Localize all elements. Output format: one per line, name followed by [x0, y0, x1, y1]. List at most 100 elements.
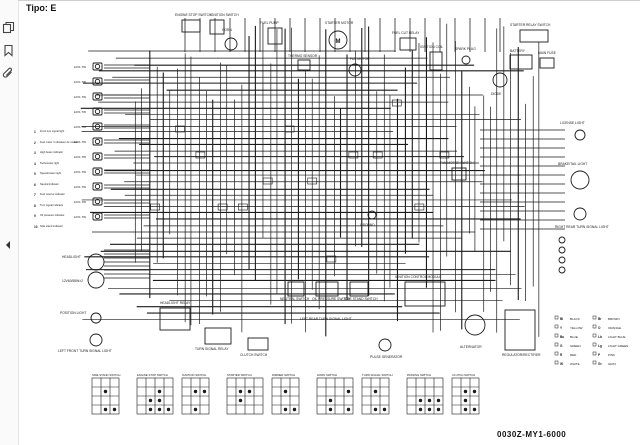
index-number: 9	[34, 214, 36, 218]
index-text: Fuel meter / Indicateur de niveau	[40, 140, 78, 144]
color-name: BROWN	[608, 317, 620, 321]
index-number: 8	[34, 203, 36, 208]
starter-motor	[328, 30, 348, 50]
fuel-pump	[267, 27, 283, 45]
legend-swatch	[592, 315, 597, 320]
index-number: 3	[34, 151, 36, 155]
continuity-dot	[463, 398, 468, 403]
index-text: Speedometer light	[40, 172, 62, 176]
lamp-rating: 12V1.7W	[74, 215, 87, 219]
color-code: Gr	[598, 362, 602, 366]
legend-swatch	[554, 342, 559, 347]
headlight-relay-label: HEADLIGHT RELAY	[160, 301, 191, 305]
lamp-rating: 12V1.7W	[74, 155, 87, 159]
index-number: 4	[34, 161, 36, 166]
bulb	[94, 123, 101, 130]
legend-swatch	[592, 360, 597, 365]
connector	[217, 203, 228, 211]
starter-relay-label: STARTER RELAY SWITCH	[510, 23, 551, 27]
legend-swatch	[592, 351, 597, 356]
index-text: Oil pressure indicator	[40, 214, 65, 218]
bookmark-icon[interactable]	[2, 44, 15, 57]
color-name: BLACK	[570, 317, 580, 321]
battery	[509, 54, 533, 70]
neutral-switch-label: NEUTRAL SWITCH	[280, 297, 310, 301]
headlight-relay	[159, 307, 191, 331]
switch-table-title: IGNITION SWITCH	[182, 373, 206, 377]
switch-tables	[91, 377, 480, 415]
lamp-socket	[92, 107, 103, 116]
copy-icon[interactable]	[2, 21, 15, 34]
fuel-pump-label: FUEL PUMP	[260, 21, 280, 25]
lamp-rating: 12V1.7W	[74, 125, 87, 129]
legend-swatch	[554, 315, 559, 320]
color-name: GRAY	[608, 362, 616, 366]
left-front-turn-label: LEFT FRONT TURN SIGNAL LIGHT	[58, 349, 112, 353]
main-fuse	[539, 57, 555, 69]
bulb	[94, 198, 101, 205]
attachment-icon[interactable]	[2, 67, 15, 80]
clutch-switch-label: CLUTCH SWITCH	[240, 353, 268, 357]
diode	[492, 72, 508, 88]
bulb	[558, 236, 566, 244]
continuity-dot	[292, 407, 297, 412]
alternator	[464, 314, 486, 336]
color-name: RED	[570, 353, 577, 357]
headlight-label: HEADLIGHT	[62, 255, 81, 259]
starter-motor-label: STARTER MOTOR	[325, 21, 354, 25]
color-code: Bu	[560, 335, 564, 339]
lamp-rating: 12V1.7W	[74, 140, 87, 144]
neutral-switch	[287, 281, 305, 297]
continuity-dot	[418, 407, 423, 412]
continuity-dot	[166, 407, 171, 412]
legend-swatch	[592, 324, 597, 329]
starter-relay	[519, 29, 549, 43]
lamp-rating: 12V1.7W	[74, 95, 87, 99]
index-text: Side stand indicator	[40, 224, 63, 228]
fan-motor-switch-label: FAN MOTOR SWITCH	[440, 161, 474, 165]
continuity-dot	[283, 407, 288, 412]
engine-stop-switch	[181, 19, 201, 33]
color-code: Bl	[560, 317, 563, 321]
index-number: 2	[34, 140, 36, 145]
switch-table-title: PASSING SWITCH	[407, 373, 431, 377]
pulse-generator	[378, 338, 392, 352]
index-text: Turn signal indicator	[40, 203, 64, 207]
lamp-rating: 12V1.7W	[74, 110, 87, 114]
legend-swatch	[554, 333, 559, 338]
bulb	[94, 63, 101, 70]
ignition-switch-label: IGNITION SWITCH	[210, 13, 239, 17]
regulator-rectifier	[504, 309, 536, 351]
switch-table-title: DIMMER SWITCH	[272, 373, 295, 377]
continuity-dot	[157, 389, 162, 394]
page-top-rule	[18, 0, 640, 1]
fuel-cut-relay	[399, 37, 417, 51]
lamp-socket	[92, 152, 103, 161]
lamp-rating: 12V1.7W	[74, 185, 87, 189]
bulb	[558, 266, 566, 274]
continuity-dot	[157, 398, 162, 403]
connector	[414, 203, 425, 211]
spark-plug-label: SPARK PLUG	[455, 47, 476, 51]
index-number: 6	[34, 182, 36, 187]
turn-signal-relay-label: TURN SIGNAL RELAY	[195, 347, 229, 351]
side-stand-switch	[349, 281, 369, 297]
continuity-dot	[463, 407, 468, 412]
continuity-dot	[436, 407, 441, 412]
continuity-dot	[427, 398, 432, 403]
continuity-dot	[247, 389, 252, 394]
headlight-spec-label: 12V60/55W×2	[62, 279, 83, 283]
continuity-dot	[157, 407, 162, 412]
continuity-dot	[148, 407, 153, 412]
index-text: Front turn signal light	[40, 130, 65, 134]
pulse-generator-label: PULSE GENERATOR	[370, 355, 403, 359]
index-text: Neutral indicator	[40, 182, 59, 186]
color-code: Lg	[598, 344, 602, 348]
headlight	[87, 253, 105, 271]
color-name: LIGHT BLUE	[608, 335, 625, 339]
continuity-dot	[112, 407, 117, 412]
continuity-dot	[193, 407, 198, 412]
collapse-arrow-icon[interactable]	[4, 237, 12, 250]
